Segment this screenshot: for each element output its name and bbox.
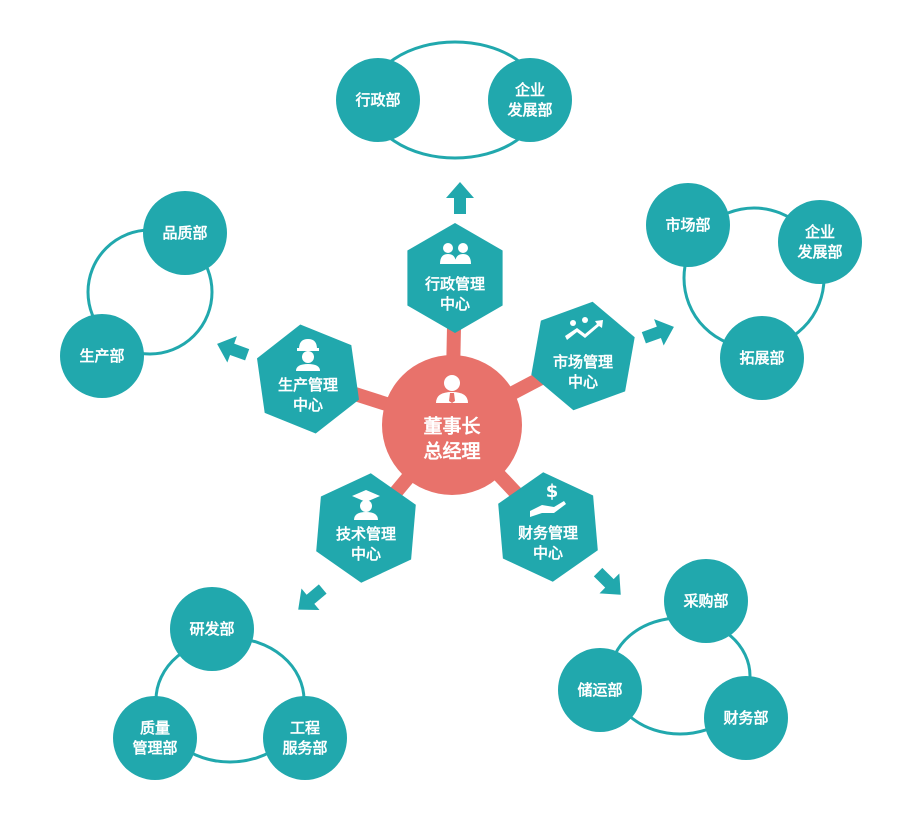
department-node: 储运部 [558, 648, 642, 732]
center-label: 技术管理 [336, 525, 396, 543]
center-hexagon [498, 472, 598, 582]
department-label: 服务部 [282, 739, 327, 757]
department-circle [778, 200, 862, 284]
team-icon [440, 243, 471, 264]
chairman-label: 董事长 [423, 415, 481, 438]
department-node: 生产部 [60, 314, 144, 398]
svg-text:$: $ [546, 481, 559, 502]
department-label: 行政部 [354, 91, 400, 109]
department-label: 生产部 [79, 347, 124, 365]
department-node: 拓展部 [720, 316, 804, 400]
department-circle [558, 648, 642, 732]
department-label: 储运部 [577, 681, 622, 699]
center-label: 生产管理 [278, 376, 338, 394]
department-node: 行政部 [336, 58, 420, 142]
center-label: 中心 [440, 295, 470, 313]
department-label: 企业 [514, 81, 545, 99]
center-hexagon [531, 301, 635, 411]
department-circle [720, 316, 804, 400]
center-hexagon [316, 473, 416, 583]
center-label: 财务管理 [518, 524, 578, 542]
department-label: 发展部 [506, 101, 552, 119]
direction-arrow-icon [217, 336, 250, 363]
department-circle [143, 191, 227, 275]
department-node: 研发部 [170, 587, 254, 671]
department-node: 采购部 [664, 559, 748, 643]
department-circle [113, 696, 197, 780]
department-label: 市场部 [665, 216, 710, 234]
department-circle [263, 696, 347, 780]
department-label: 企业 [804, 223, 835, 241]
center-label: 市场管理 [553, 353, 613, 371]
department-label: 品质部 [162, 224, 207, 242]
department-circle [704, 676, 788, 760]
direction-arrow-icon [446, 182, 474, 214]
department-label: 采购部 [682, 592, 728, 610]
center-hexagon [407, 223, 503, 333]
graduate-icon [352, 490, 380, 520]
department-label: 工程 [290, 719, 320, 737]
center-label: 中心 [293, 396, 323, 414]
center-label: 中心 [533, 544, 563, 562]
chairman-circle [382, 355, 522, 495]
money-hand-icon: $ [530, 481, 566, 517]
center-label: 中心 [568, 373, 598, 391]
department-node: 品质部 [143, 191, 227, 275]
direction-arrow-icon [298, 584, 327, 611]
center-hexagon [257, 324, 359, 434]
direction-arrow-icon [593, 567, 621, 595]
department-label: 财务部 [723, 709, 768, 727]
department-label: 拓展部 [739, 349, 784, 367]
department-node: 市场部 [646, 183, 730, 267]
department-circle [170, 587, 254, 671]
department-circle [646, 183, 730, 267]
department-label: 发展部 [796, 243, 842, 261]
person-icon [436, 375, 468, 403]
center-label: 中心 [351, 545, 381, 563]
chairman-label: 总经理 [423, 440, 480, 463]
department-circle [336, 58, 420, 142]
department-label: 管理部 [132, 739, 177, 757]
department-node: 财务部 [704, 676, 788, 760]
department-circle [60, 314, 144, 398]
department-circle [664, 559, 748, 643]
department-circle [488, 58, 572, 142]
department-label: 研发部 [189, 620, 234, 638]
department-label: 质量 [140, 719, 170, 737]
center-label: 行政管理 [424, 275, 485, 293]
handshake-growth-icon [565, 317, 603, 340]
direction-arrow-icon [641, 319, 674, 346]
worker-icon [296, 339, 320, 371]
